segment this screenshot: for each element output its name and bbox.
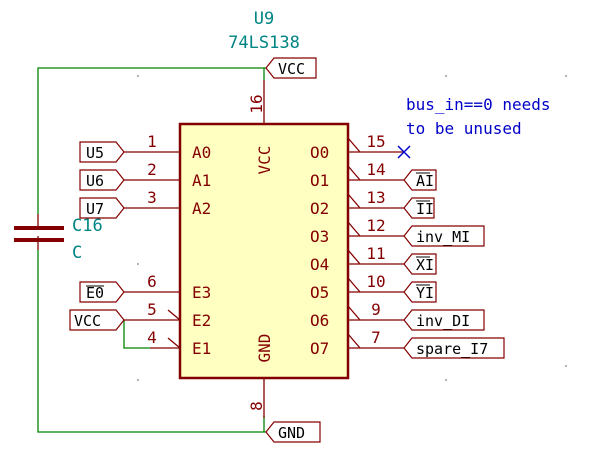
label-text-u5: U5 xyxy=(86,144,104,162)
pin-number-16: 16 xyxy=(247,94,266,113)
ic-right-pins: 15 14 13 12 11 10 9 7 O0 O1 O2 O3 O4 O5 … xyxy=(310,132,404,358)
label-text-gnd: GND xyxy=(278,424,305,442)
global-label-spare-i7[interactable]: spare_I7 xyxy=(403,337,505,359)
pin-number-5: 5 xyxy=(147,300,157,319)
label-text-e0: E0 xyxy=(86,284,104,302)
pin-number-13: 13 xyxy=(366,188,385,207)
pin-name-e3: E3 xyxy=(192,283,211,302)
pin-name-o5: O5 xyxy=(310,283,329,302)
global-label-u7[interactable]: U7 xyxy=(79,197,125,219)
global-label-u5[interactable]: U5 xyxy=(79,141,125,163)
pin-number-4: 4 xyxy=(147,328,157,347)
label-text-vcc-top: VCC xyxy=(278,60,305,78)
global-label-u6[interactable]: U6 xyxy=(79,169,125,191)
pin-name-a1: A1 xyxy=(192,171,211,190)
pin-number-3: 3 xyxy=(147,188,157,207)
note-line-2: to be unused xyxy=(406,119,522,138)
pin-number-10: 10 xyxy=(366,272,385,291)
no-connect-marker xyxy=(397,145,411,159)
pin-number-2: 2 xyxy=(147,160,157,179)
pin-name-e2: E2 xyxy=(192,311,211,330)
label-text-ii: II xyxy=(416,200,434,218)
note-line-1: bus_in==0 needs xyxy=(406,95,551,114)
pin-name-o7: O7 xyxy=(310,339,329,358)
label-text-inv-di: inv_DI xyxy=(416,312,470,330)
capacitor-reference: C16 xyxy=(72,216,103,236)
pin-number-9: 9 xyxy=(371,300,381,319)
power-wires xyxy=(37,67,266,433)
ic-value: 74LS138 xyxy=(228,33,300,53)
pin-number-11: 11 xyxy=(366,244,385,263)
pin-number-1: 1 xyxy=(147,132,157,151)
global-label-vcc-input[interactable]: VCC xyxy=(69,309,125,331)
label-text-u6: U6 xyxy=(86,172,104,190)
pin-number-12: 12 xyxy=(366,216,385,235)
pin-number-15: 15 xyxy=(366,132,385,151)
label-text-u7: U7 xyxy=(86,200,104,218)
pin-name-o3: O3 xyxy=(310,227,329,246)
capacitor-c16[interactable]: C16 C xyxy=(14,214,103,263)
pin-name-o0: O0 xyxy=(310,143,329,162)
ic-power-pin: 16 VCC xyxy=(247,80,274,174)
global-label-ii[interactable]: II xyxy=(403,197,435,219)
label-text-ai: AI xyxy=(416,172,434,190)
pin-number-8: 8 xyxy=(247,401,266,411)
pin-name-gnd: GND xyxy=(255,334,274,363)
pin-name-o2: O2 xyxy=(310,199,329,218)
label-text-inv-mi: inv_MI xyxy=(416,228,470,246)
pin-name-a0: A0 xyxy=(192,143,211,162)
pin-name-vcc: VCC xyxy=(255,146,274,175)
global-label-inv-mi[interactable]: inv_MI xyxy=(403,225,485,247)
pin-name-a2: A2 xyxy=(192,199,211,218)
global-label-ai[interactable]: AI xyxy=(403,169,437,191)
label-text-spare-i7: spare_I7 xyxy=(416,340,488,358)
global-label-inv-di[interactable]: inv_DI xyxy=(403,309,485,331)
label-text-xi: XI xyxy=(416,256,434,274)
global-label-vcc-top[interactable]: VCC xyxy=(265,57,317,79)
label-text-vcc-input: VCC xyxy=(74,312,101,330)
pin-number-14: 14 xyxy=(366,160,385,179)
ic-ground-pin: 8 GND xyxy=(247,334,274,418)
label-text-yi: YI xyxy=(416,284,434,302)
global-label-yi[interactable]: YI xyxy=(403,281,437,303)
global-label-e0[interactable]: E0 xyxy=(79,281,125,303)
global-label-gnd[interactable]: GND xyxy=(265,421,321,443)
pin-name-o6: O6 xyxy=(310,311,329,330)
capacitor-value: C xyxy=(72,243,82,263)
pin-number-6: 6 xyxy=(147,272,157,291)
ic-left-pins: 1 2 3 6 5 4 A0 A1 A2 E3 E2 E1 xyxy=(124,132,211,358)
pin-number-7: 7 xyxy=(371,328,381,347)
pin-name-o4: O4 xyxy=(310,255,329,274)
pin-name-e1: E1 xyxy=(192,339,211,358)
ic-reference: U9 xyxy=(254,9,274,29)
pin-name-o1: O1 xyxy=(310,171,329,190)
global-label-xi[interactable]: XI xyxy=(403,253,437,275)
grid-dots xyxy=(137,75,567,381)
